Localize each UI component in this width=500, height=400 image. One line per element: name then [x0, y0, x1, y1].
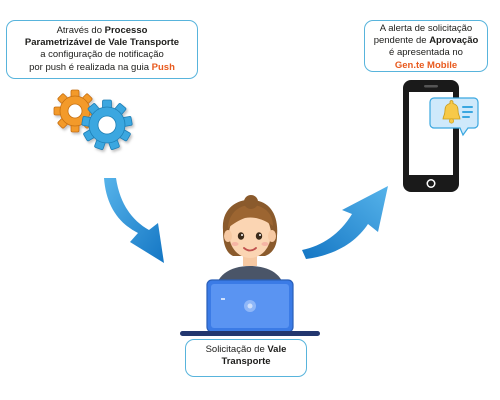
callout-line-1: Solicitação de Vale [192, 344, 300, 356]
callout-text: pendente de [373, 35, 430, 47]
callout-text: por push é realizada na guia [29, 61, 152, 73]
bell-notification-icon [429, 97, 479, 137]
callout-line-3: é apresentada no [389, 47, 463, 59]
woman-at-laptop-illustration [206, 195, 294, 333]
curved-arrow-up-icon [302, 186, 388, 259]
push-tab-label: Push [151, 61, 175, 73]
approval-label: Aprovação [429, 35, 479, 47]
request-type-label: Vale [267, 344, 287, 355]
callout-line-4: por push é realizada na guia Push [13, 62, 191, 74]
callout-line-3: a configuração de notificação [40, 49, 164, 61]
request-type-label: Transporte [221, 356, 271, 368]
callout-line-1: A alerta de solicitação [379, 23, 473, 34]
laptop-base [180, 331, 320, 336]
callout-text: Solicitação de [205, 344, 268, 355]
request-callout: Solicitação de Vale Transporte [185, 339, 307, 377]
callout-line-2: Parametrizável de Vale Transporte [13, 37, 191, 49]
mobile-app-name: Gen.te Mobile [394, 59, 458, 71]
callout-line-2: pendente de Aprovação [371, 35, 481, 47]
smartphone-icon [403, 80, 479, 192]
process-name: Parametrizável de Vale Transporte [24, 37, 180, 49]
callout-line-2: Transporte [192, 356, 300, 368]
alert-callout: A alerta de solicitação pendente de Apro… [364, 20, 488, 72]
process-label: Processo [104, 25, 148, 36]
callout-text: Através do [56, 25, 105, 36]
callout-line-1: Através do Processo [13, 25, 191, 37]
configuration-callout: Através do Processo Parametrizável de Va… [6, 20, 198, 79]
gears-icon [53, 89, 133, 151]
curved-arrow-down-icon [104, 178, 164, 263]
